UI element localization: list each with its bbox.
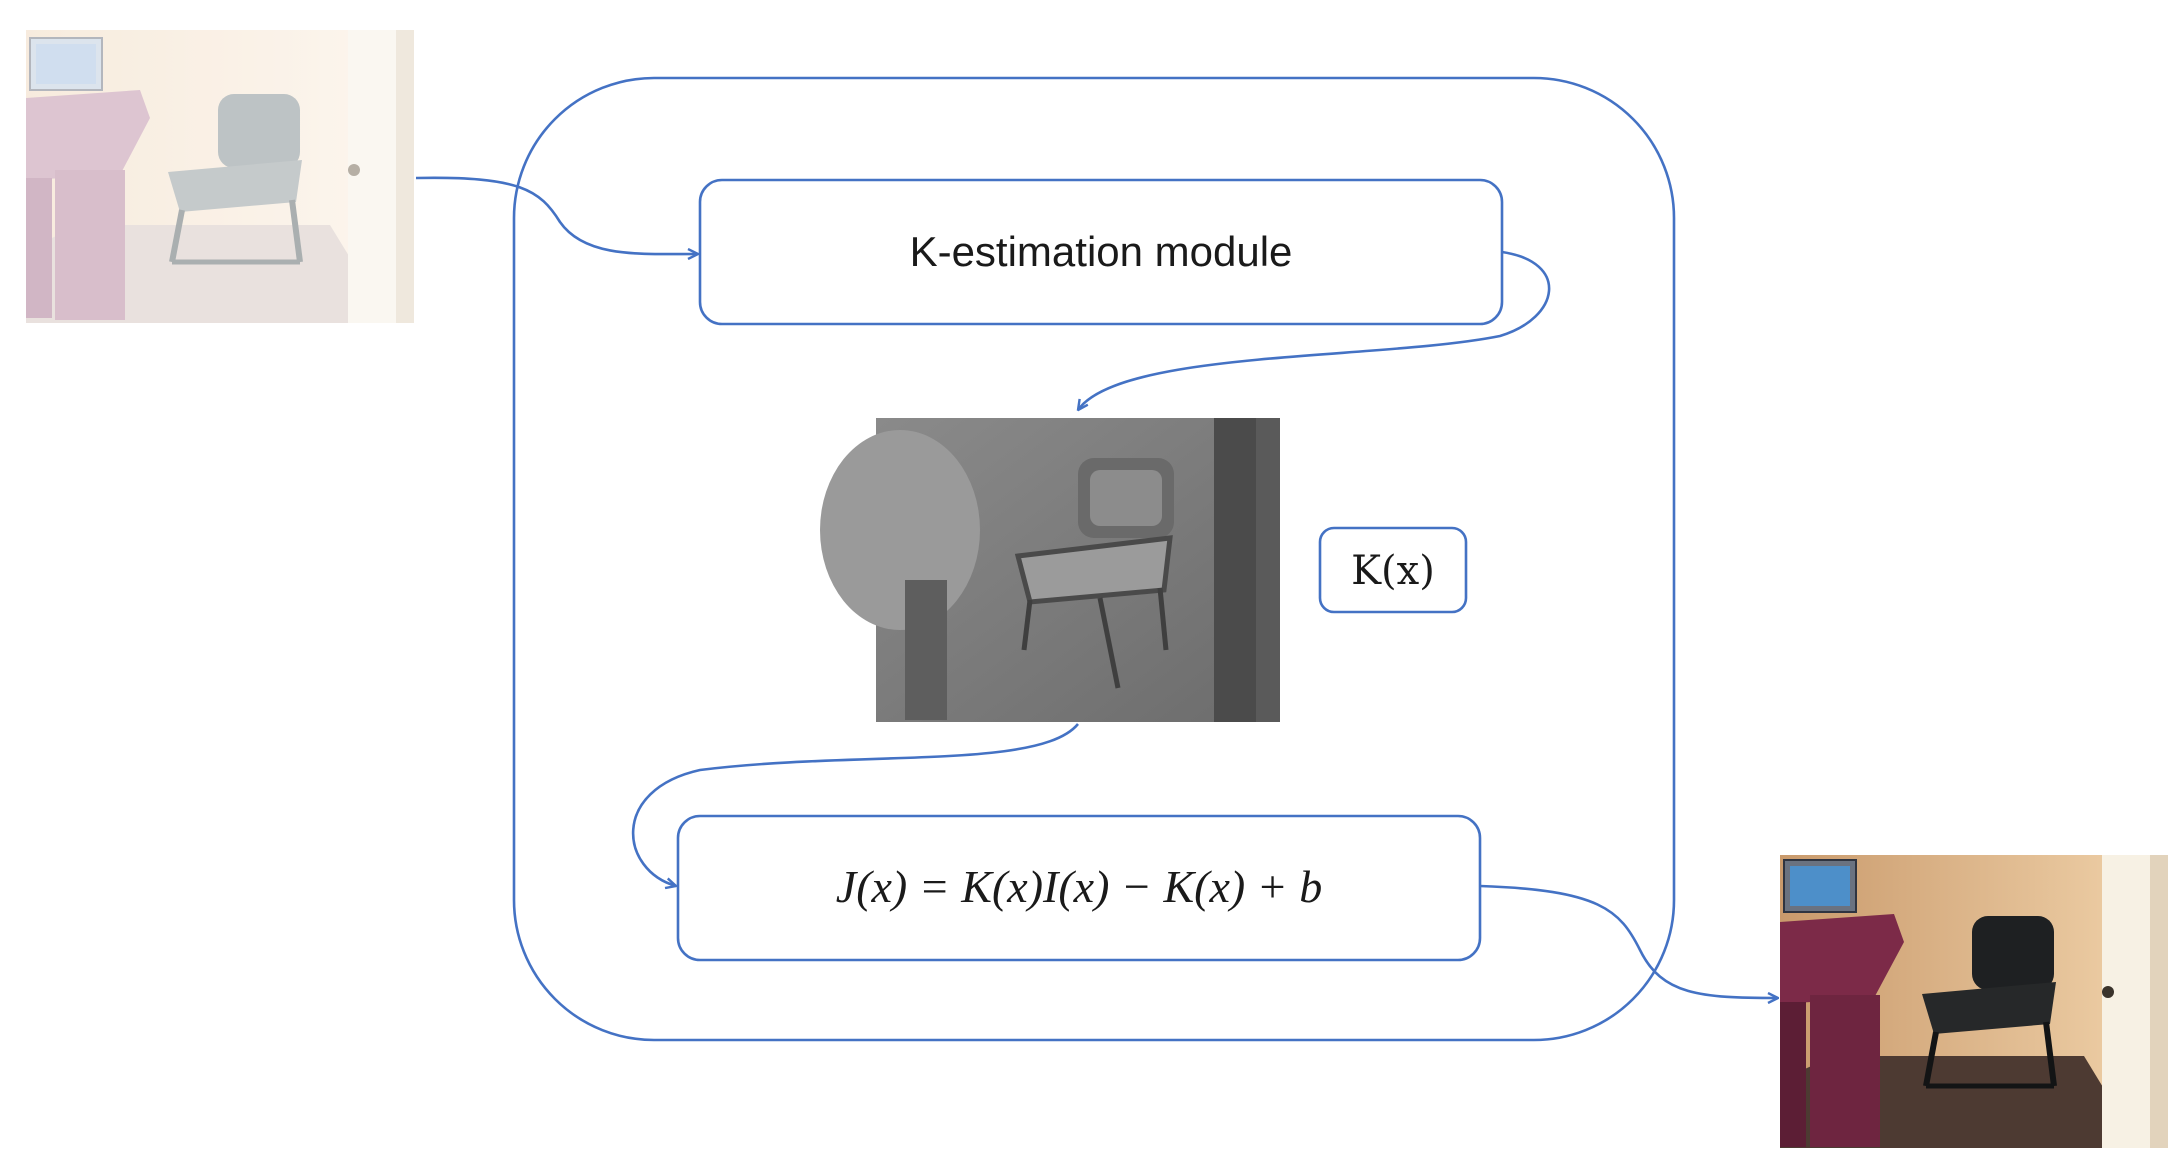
input-image (26, 30, 414, 323)
k-map-image (820, 418, 1280, 722)
arrow-module-to-k-map (1078, 250, 1551, 410)
k-label-text: K(x) (1351, 548, 1435, 594)
arrow-equation-to-output (1479, 884, 1778, 998)
equation-text: J(x) = K(x)I(x) − K(x) + b (836, 861, 1322, 912)
k-estimation-module-label: K-estimation module (910, 228, 1293, 275)
k-label-box (1318, 526, 1468, 614)
arrow-k-map-to-equation (631, 723, 1080, 886)
arrow-input-to-module (415, 176, 698, 254)
output-image (1780, 855, 2168, 1148)
